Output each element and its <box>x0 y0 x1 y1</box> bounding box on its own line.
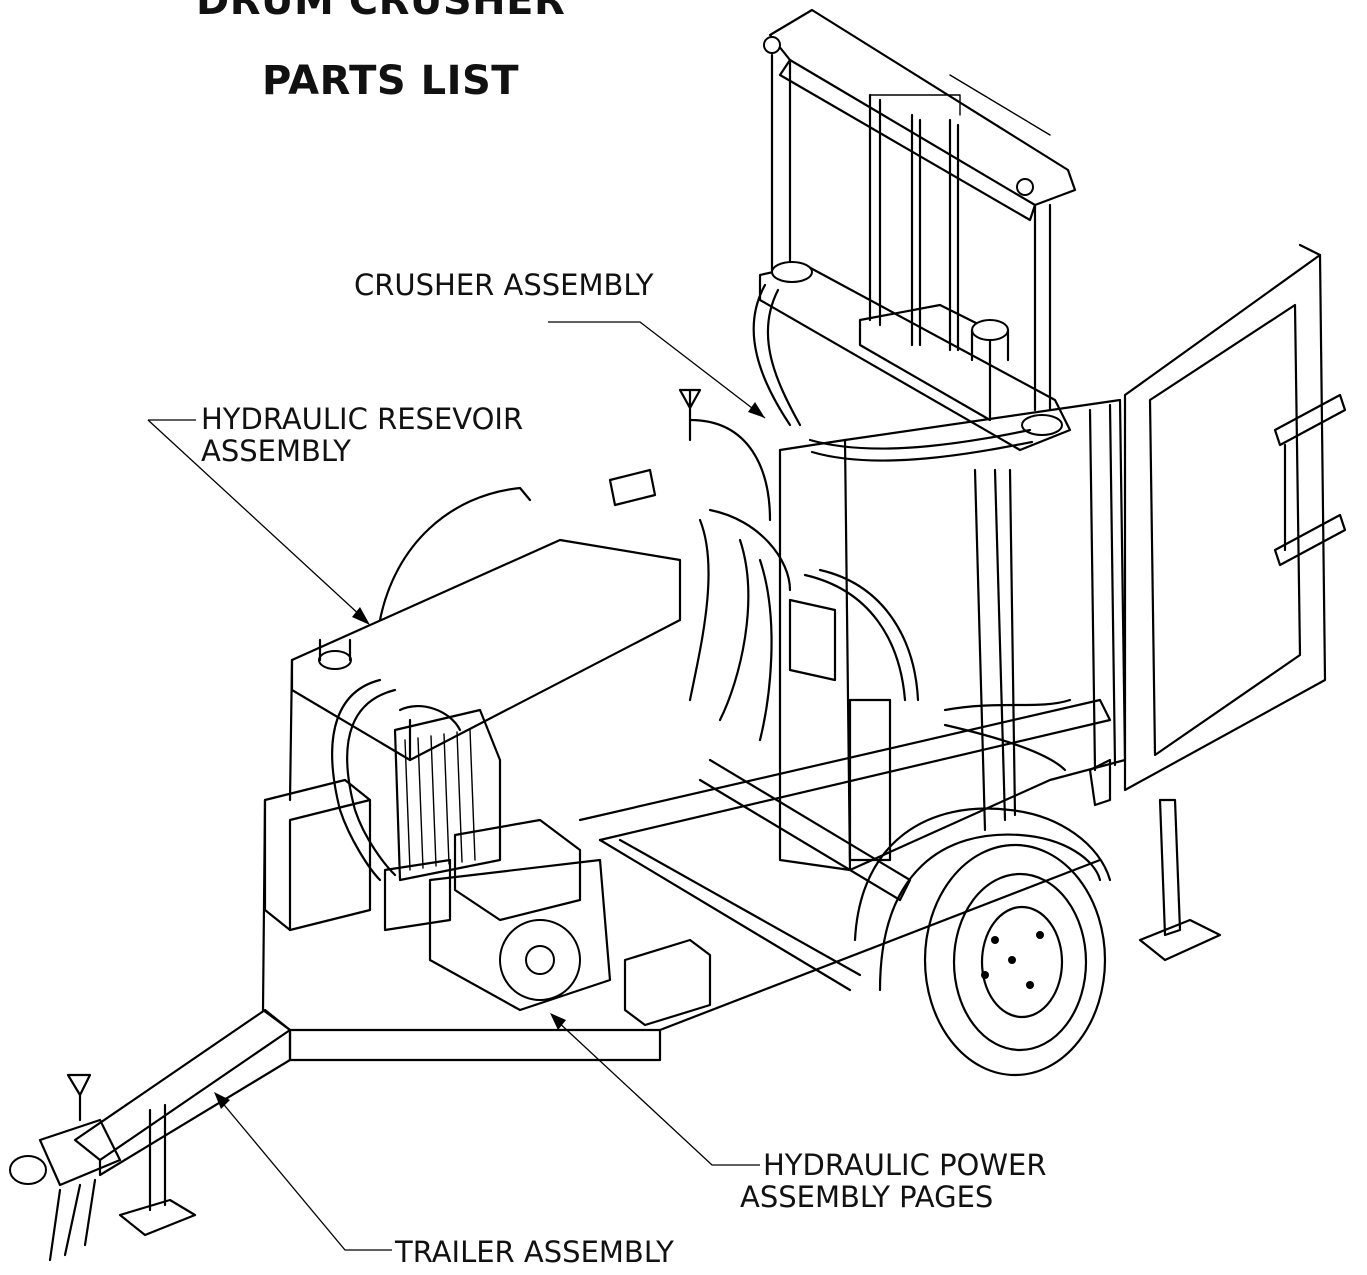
reservoir-assembly-label-line2: ASSEMBLY <box>201 434 351 468</box>
hydraulic-hoses <box>331 283 1072 882</box>
document-subtitle: PARTS LIST <box>262 58 520 104</box>
gas-engine <box>383 818 612 1012</box>
power-assembly-label-line2: ASSEMBLY PAGES <box>740 1180 994 1214</box>
crusher-chamber <box>778 398 1127 872</box>
crusher-assembly-label: CRUSHER ASSEMBLY <box>354 268 654 302</box>
crusher-cylinder-plate <box>758 261 1072 452</box>
hydraulic-reservoir <box>288 388 702 802</box>
rear-jack-stand <box>1088 758 1222 962</box>
document-title: DRUM CRUSHER <box>196 0 566 24</box>
trailer-assembly-label: TRAILER ASSEMBLY <box>395 1235 674 1269</box>
power-assembly-label-line1: HYDRAULIC POWER <box>763 1148 1047 1182</box>
callout-leaders <box>147 321 766 1251</box>
reservoir-assembly-label-line1: HYDRAULIC RESEVOIR <box>201 402 524 436</box>
trailer-wheel <box>853 807 1112 1077</box>
trailer-tongue <box>9 1008 292 1262</box>
oil-cooler <box>393 708 502 882</box>
battery-box <box>263 778 712 1027</box>
crusher-door <box>1123 243 1347 792</box>
crusher-columns <box>770 53 1052 412</box>
